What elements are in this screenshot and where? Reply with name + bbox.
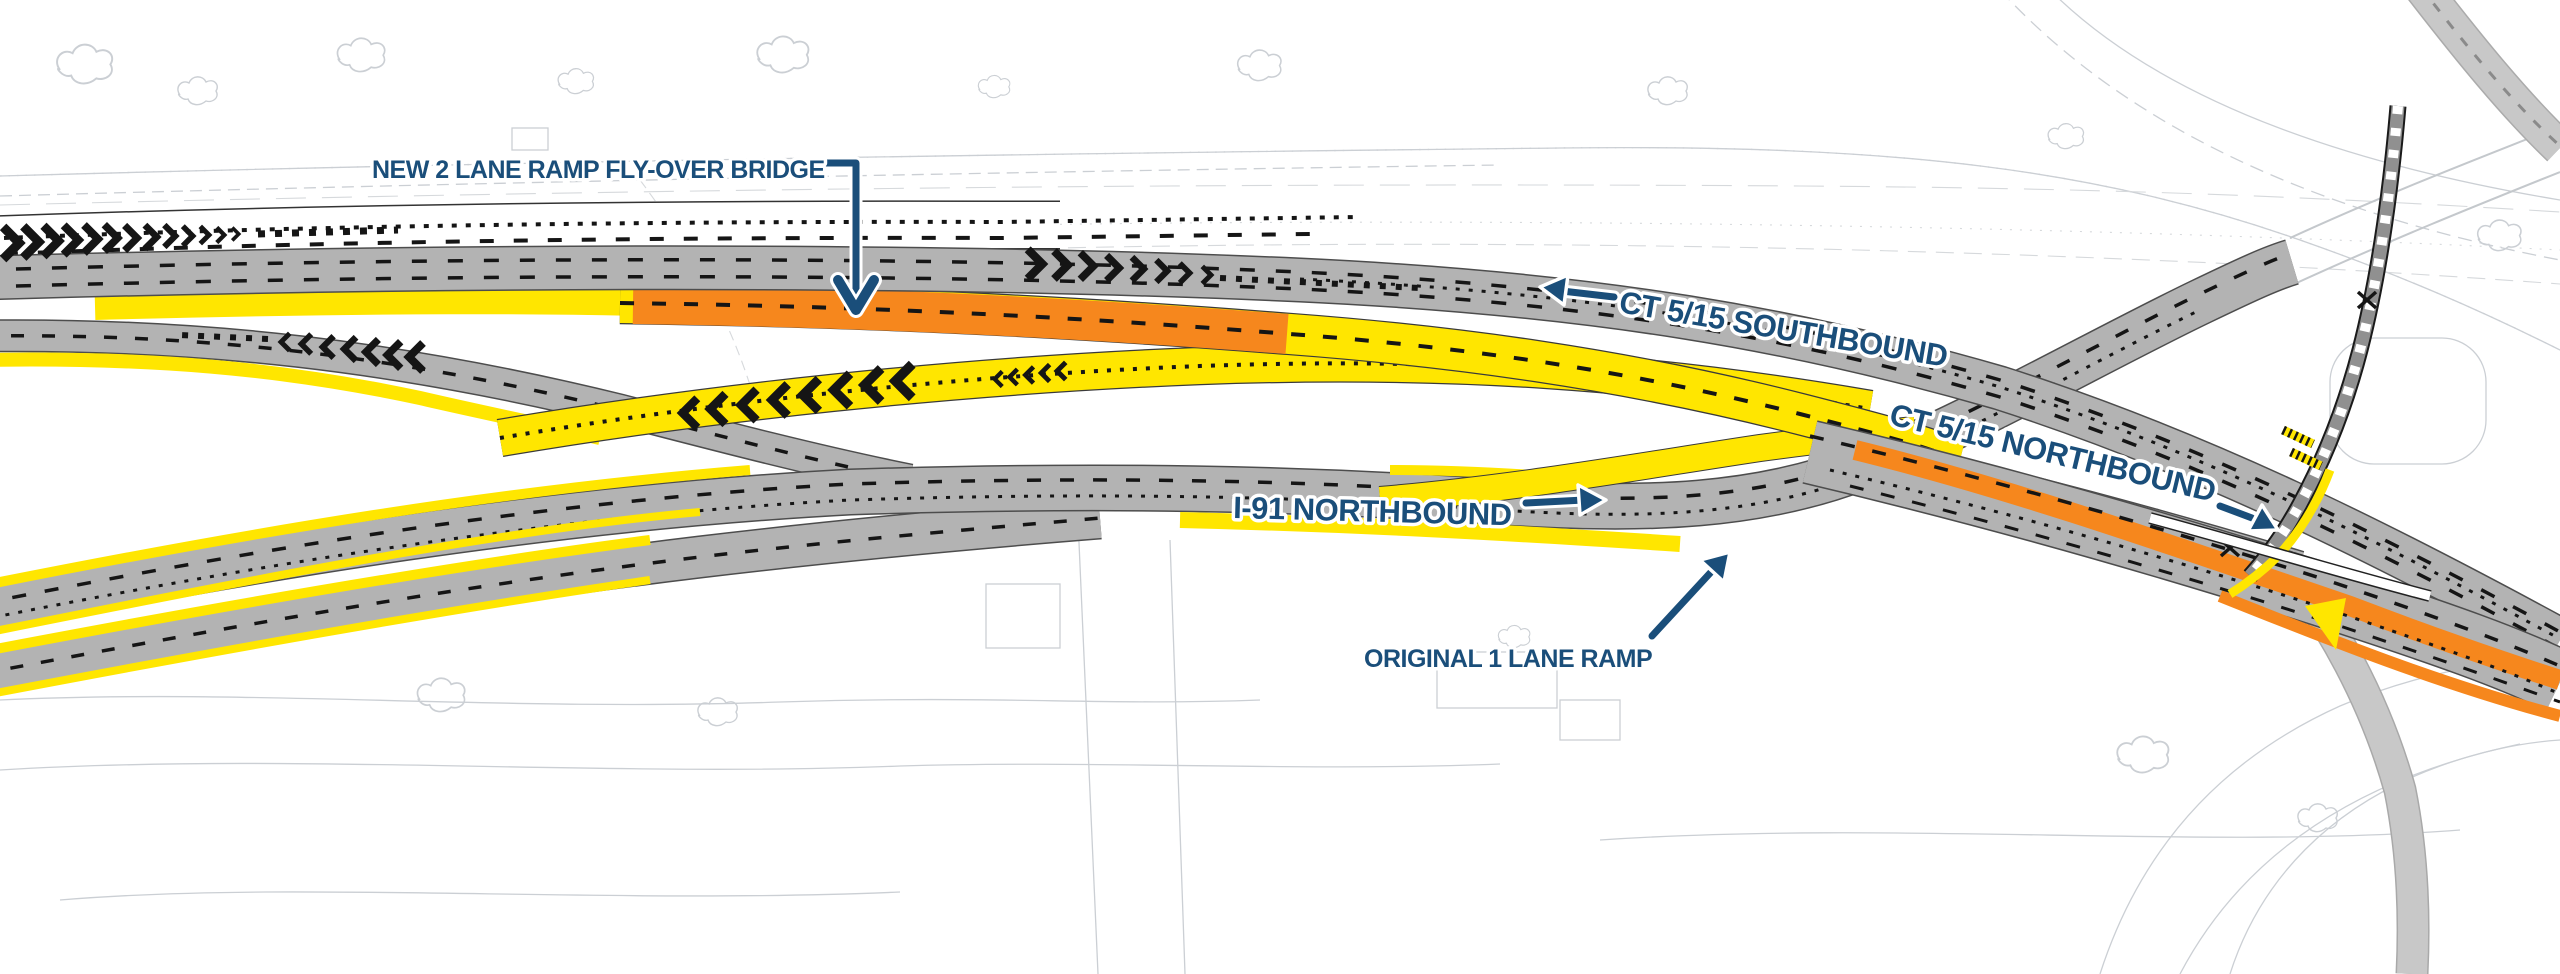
leader-line	[798, 159, 860, 296]
down-arrow-icon	[833, 275, 879, 315]
chevron-markings-existing-right	[3, 225, 399, 259]
tree-icon	[697, 697, 738, 727]
hatch-pattern	[2246, 105, 2403, 580]
tree-icon	[2116, 735, 2170, 774]
label-flyover-bridge: NEW 2 LANE RAMP FLY-OVER BRIDGE	[372, 156, 825, 184]
lane-dashed	[0, 257, 2560, 634]
local-road-thin	[2148, 513, 2432, 601]
yellow-edge-stripe	[0, 508, 701, 635]
road-ct515-southbound	[0, 245, 2560, 660]
lane-dashed	[1809, 434, 2560, 668]
yellow-edge-stripe	[0, 465, 751, 588]
northbound-orange-band-lower	[2217, 590, 2560, 722]
up-right-arrow-icon	[1698, 550, 1732, 584]
flyover-bridge-orange-segment	[632, 284, 1289, 354]
tree-icon	[416, 677, 466, 713]
tree-icon	[977, 74, 1011, 99]
lane-dashed	[0, 252, 2291, 602]
leader-line	[2216, 502, 2256, 522]
leader-line	[1558, 287, 1618, 301]
building-footprint	[1559, 699, 1621, 741]
lane-dashed	[3, 232, 1311, 256]
label-i91-northbound: I-91 NORTHBOUND	[1233, 490, 1512, 532]
yellow-edge-stripe	[1179, 512, 1681, 552]
tree-icon	[557, 68, 595, 95]
down-right-arrow-icon	[2246, 503, 2280, 533]
left-arrow-icon	[1538, 273, 1570, 307]
ramp-loop-outline	[2329, 337, 2487, 465]
leader-line	[1648, 567, 1716, 640]
yellow-gore-marking	[2305, 598, 2346, 650]
fence-line	[0, 164, 1501, 197]
lane-dotted	[1299, 277, 2560, 641]
chevron-markings-southbound	[1028, 249, 1421, 291]
tree-icon	[177, 76, 218, 106]
lane-dotted	[499, 361, 1871, 440]
local-road-hatched	[2148, 105, 2432, 650]
yellow-edge-stripe	[0, 535, 651, 654]
road-corner-northeast	[2408, 0, 2560, 162]
building-footprint	[1436, 651, 1558, 709]
lane-dotted	[3, 215, 1361, 240]
x-marking	[2356, 290, 2378, 310]
road-i91-approach	[0, 496, 1102, 697]
tree-icon	[2476, 219, 2522, 252]
lane-dashed	[0, 516, 1101, 672]
label-original-ramp: ORIGINAL 1 LANE RAMP	[1364, 645, 1652, 673]
tree-icon	[1236, 49, 1282, 82]
building-footprint	[985, 583, 1061, 649]
tree-icon	[1647, 76, 1688, 106]
annotation-flyover-bridge: NEW 2 LANE RAMP FLY-OVER BRIDGE	[369, 153, 882, 318]
tree-icon	[2047, 123, 2085, 150]
tree-icon	[336, 37, 386, 73]
right-arrow-icon	[1576, 483, 1608, 517]
lane-dashed	[1849, 484, 2560, 704]
leader-line	[1522, 496, 1588, 507]
tree-icon	[2297, 803, 2338, 833]
northbound-orange-band	[1852, 440, 2560, 690]
yellow-edge-stripe	[0, 576, 651, 697]
tree-icon	[56, 43, 114, 85]
tree-icon	[756, 35, 810, 74]
lane-dashed	[0, 274, 2560, 651]
lane-dotted	[0, 308, 2201, 618]
annotation-original-ramp: ORIGINAL 1 LANE RAMP	[1361, 550, 1732, 677]
